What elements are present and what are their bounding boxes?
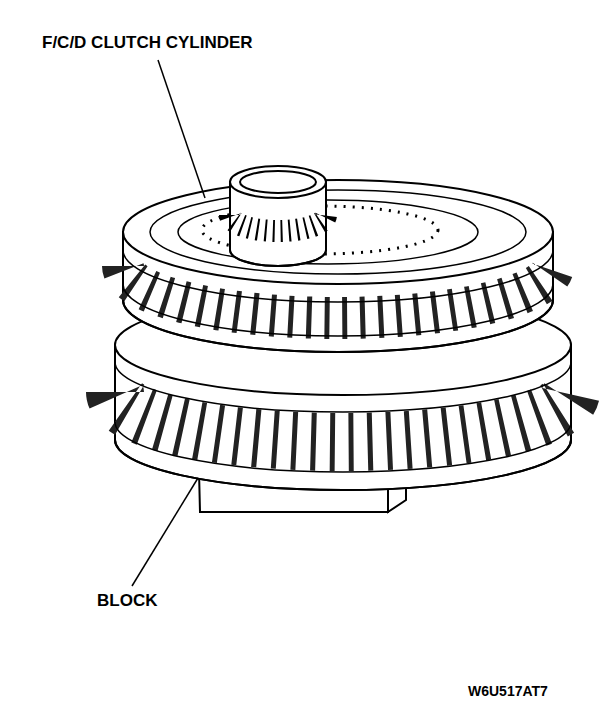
leader-line <box>158 60 205 198</box>
part-label: F/C/D CLUTCH CYLINDER <box>42 34 253 53</box>
part-label: BLOCK <box>97 592 157 611</box>
leader-line <box>132 478 198 586</box>
figure-code: W6U517AT7 <box>468 684 548 699</box>
hub-shaft <box>230 166 326 266</box>
clutch-cylinder <box>123 180 553 352</box>
